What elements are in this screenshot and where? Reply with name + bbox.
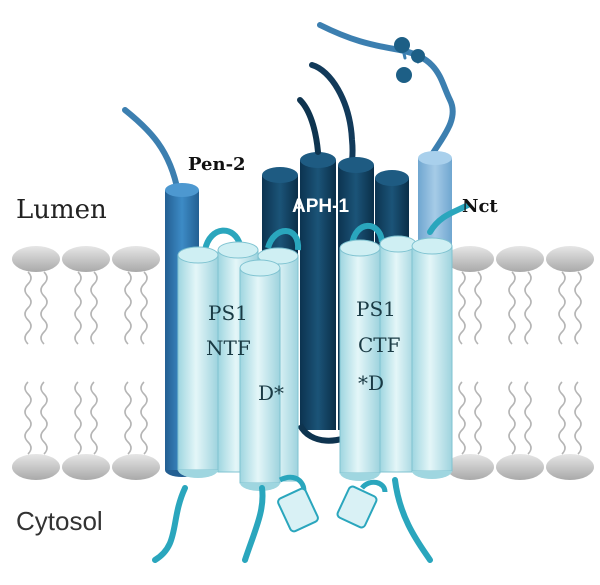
lipid-bilayer-right [446, 246, 594, 480]
lipid-heads-top-right [446, 246, 594, 272]
ps1-ctf-label-line2: CTF [358, 333, 401, 357]
cytosol-label: Cytosol [16, 506, 103, 536]
ps1-ctf-aspartate: *D [358, 371, 384, 395]
ps1-ntf-bundle [152, 227, 302, 563]
lipid-tails-left [24, 271, 148, 455]
ps1-ntf-label-line2: NTF [206, 336, 251, 360]
lipid-heads-top-left [12, 246, 160, 272]
nct-label: Nct [462, 196, 498, 217]
lipid-bilayer-left [12, 246, 160, 480]
lipid-heads-bottom-left [12, 454, 160, 480]
cytosolic-helices [277, 475, 388, 533]
ps1-ntf-label-line1: PS1 [208, 301, 248, 325]
aph1-label: APH-1 [292, 196, 349, 217]
lipid-tails-right [458, 271, 582, 455]
lumen-label: Lumen [16, 195, 107, 225]
ps1-ctf-label-line1: PS1 [356, 297, 396, 321]
ps1-ntf-aspartate: D* [258, 381, 284, 405]
pen2-label: Pen-2 [188, 154, 246, 175]
ps1-ctf-bundle [339, 202, 471, 563]
lipid-heads-bottom-right [446, 454, 594, 480]
